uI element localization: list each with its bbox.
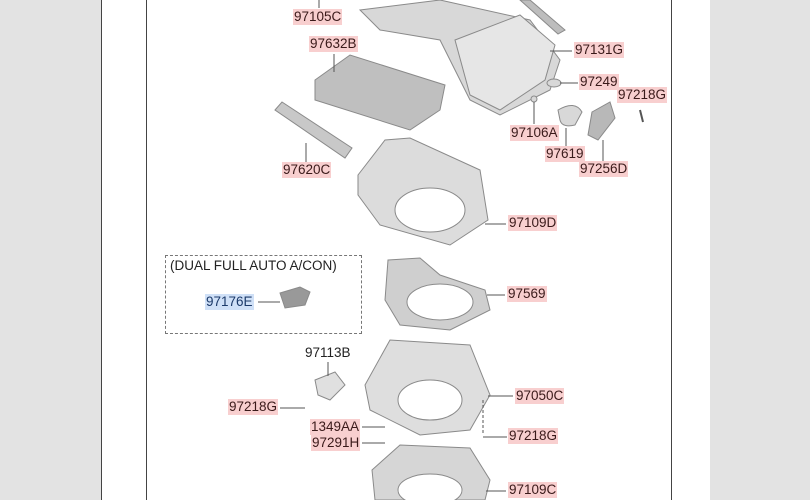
- part-label-97619[interactable]: 97619: [545, 146, 585, 162]
- part-label-97050C[interactable]: 97050C: [515, 388, 565, 404]
- part-97619: [557, 105, 583, 127]
- dual-auto-aircon-group-box: [165, 255, 362, 334]
- part-label-97218G-top[interactable]: 97218G: [617, 87, 668, 103]
- part-label-97569[interactable]: 97569: [507, 286, 547, 302]
- part-97113B-resistor: [314, 371, 346, 401]
- part-label-97249[interactable]: 97249: [579, 74, 619, 90]
- frame-border-right: [671, 0, 672, 500]
- part-label-97218G-left[interactable]: 97218G: [228, 399, 279, 415]
- part-label-97109C[interactable]: 97109C: [508, 482, 558, 498]
- part-label-97109D[interactable]: 97109D: [508, 215, 558, 231]
- part-label-97256D[interactable]: 97256D: [579, 161, 629, 177]
- part-97106A: [530, 95, 538, 103]
- part-strip: [519, 0, 566, 35]
- part-97131G-case: [454, 14, 556, 111]
- part-97632B-filter: [314, 54, 446, 131]
- part-97218G-screw-top: [639, 109, 644, 123]
- part-97256D: [587, 101, 616, 141]
- part-label-97291H[interactable]: 97291H: [311, 435, 361, 451]
- part-label-97632B[interactable]: 97632B: [309, 36, 358, 52]
- part-97620C-cover: [274, 101, 353, 159]
- page-border-left: [101, 0, 102, 500]
- part-97176E-module: [279, 286, 311, 309]
- frame-border-left: [146, 0, 147, 500]
- leader-lines: [258, 0, 604, 492]
- part-label-97105C[interactable]: 97105C: [293, 9, 343, 25]
- part-label-97218G-right[interactable]: 97218G: [508, 428, 559, 444]
- part-97249: [546, 78, 562, 88]
- part-label-97620C[interactable]: 97620C: [282, 162, 332, 178]
- part-label-97113B[interactable]: 97113B: [305, 345, 351, 360]
- part-label-97106A[interactable]: 97106A: [510, 125, 559, 141]
- part-label-97176E[interactable]: 97176E: [205, 294, 254, 310]
- part-label-1349AA[interactable]: 1349AA: [310, 419, 361, 435]
- dual-auto-aircon-note: (DUAL FULL AUTO A/CON): [170, 258, 337, 273]
- part-label-97131G[interactable]: 97131G: [574, 42, 625, 58]
